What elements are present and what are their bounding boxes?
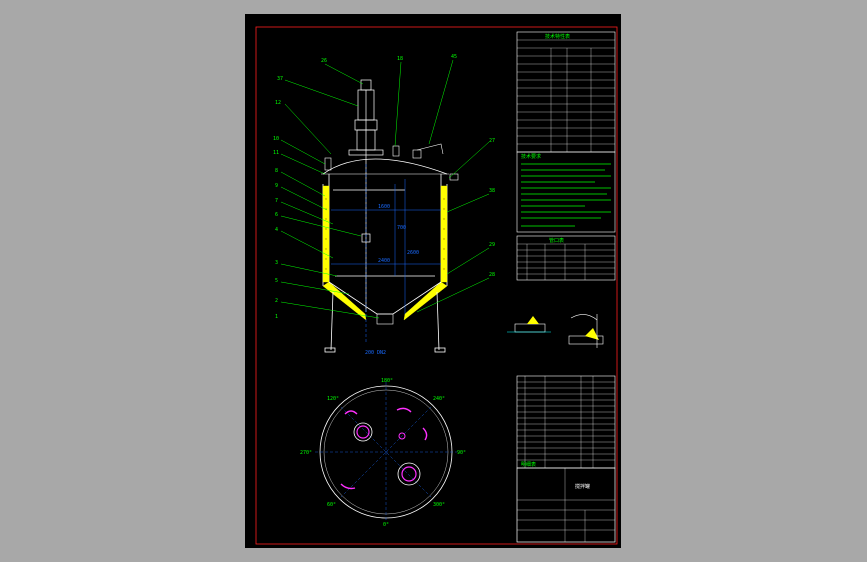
angle-label: 90° <box>457 450 466 456</box>
angle-label: 240° <box>433 396 445 402</box>
dimension-lines <box>331 164 441 344</box>
part-label: 29 <box>489 242 495 248</box>
bottom-note: 200 DN2 <box>365 350 386 356</box>
part-label: 1 <box>275 314 278 320</box>
technical-notes: 技术要求 <box>516 151 616 233</box>
weld-details <box>507 314 604 348</box>
dim-label: 2600 <box>407 250 419 256</box>
angle-label: 180° <box>381 378 393 384</box>
insulation-dots <box>325 198 445 270</box>
drawing-title: 搅拌罐 <box>575 483 590 490</box>
plan-centerlines <box>315 382 457 522</box>
elevation-view: 1600 2400 700 2600 200 DN2 <box>273 54 495 356</box>
drive-opening <box>397 462 421 486</box>
part-label: 37 <box>277 76 283 82</box>
part-label: 28 <box>489 272 495 278</box>
leader-lines <box>280 59 490 319</box>
top-nozzles <box>324 143 459 181</box>
part-label: 27 <box>489 138 495 144</box>
plan-openings <box>340 407 428 490</box>
manhole <box>353 422 373 442</box>
support-legs <box>324 291 446 353</box>
parts-list-title: 明细表 <box>521 461 536 468</box>
drawing-frame <box>255 26 618 545</box>
angle-label: 0° <box>383 522 389 528</box>
dim-label: 1600 <box>378 204 390 210</box>
plan-view: 180° 0° 270° 90° 60° 300° 120° 240° <box>300 378 466 528</box>
part-label: 7 <box>275 198 278 204</box>
angle-label: 300° <box>433 502 445 508</box>
top-head <box>322 158 448 175</box>
part-label: 9 <box>275 183 278 189</box>
part-label: 8 <box>275 168 278 174</box>
heating-jacket <box>322 185 448 321</box>
part-label: 10 <box>273 136 279 142</box>
parts-list: 明细表 <box>516 375 616 469</box>
tech-spec-title: 技术特性表 <box>545 33 570 40</box>
part-label: 26 <box>321 58 327 64</box>
notes-title: 技术要求 <box>521 153 541 160</box>
dim-label: 700 <box>397 225 406 231</box>
title-block: 搅拌罐 <box>516 467 616 543</box>
angle-label: 120° <box>327 396 339 402</box>
part-label: 3 <box>275 260 278 266</box>
nozzle-table: 管口表 <box>516 235 616 281</box>
tech-spec-table: 技术特性表 <box>516 31 616 153</box>
nozzle-table-title: 管口表 <box>549 237 564 244</box>
part-label: 6 <box>275 212 278 218</box>
part-label: 5 <box>275 278 278 284</box>
part-label: 4 <box>275 227 278 233</box>
motor-drive <box>348 79 384 156</box>
dim-label: 2400 <box>378 258 390 264</box>
part-label: 38 <box>489 188 495 194</box>
drawing-sheet: 1600 2400 700 2600 200 DN2 <box>245 14 621 548</box>
part-label: 45 <box>451 54 457 60</box>
part-label: 11 <box>273 150 279 156</box>
vessel-shell <box>322 174 448 286</box>
cad-drawing: 1600 2400 700 2600 200 DN2 <box>255 26 618 545</box>
angle-label: 60° <box>327 502 336 508</box>
part-label: 2 <box>275 298 278 304</box>
part-label: 18 <box>397 56 403 62</box>
angle-label: 270° <box>300 450 312 456</box>
part-label: 12 <box>275 100 281 106</box>
